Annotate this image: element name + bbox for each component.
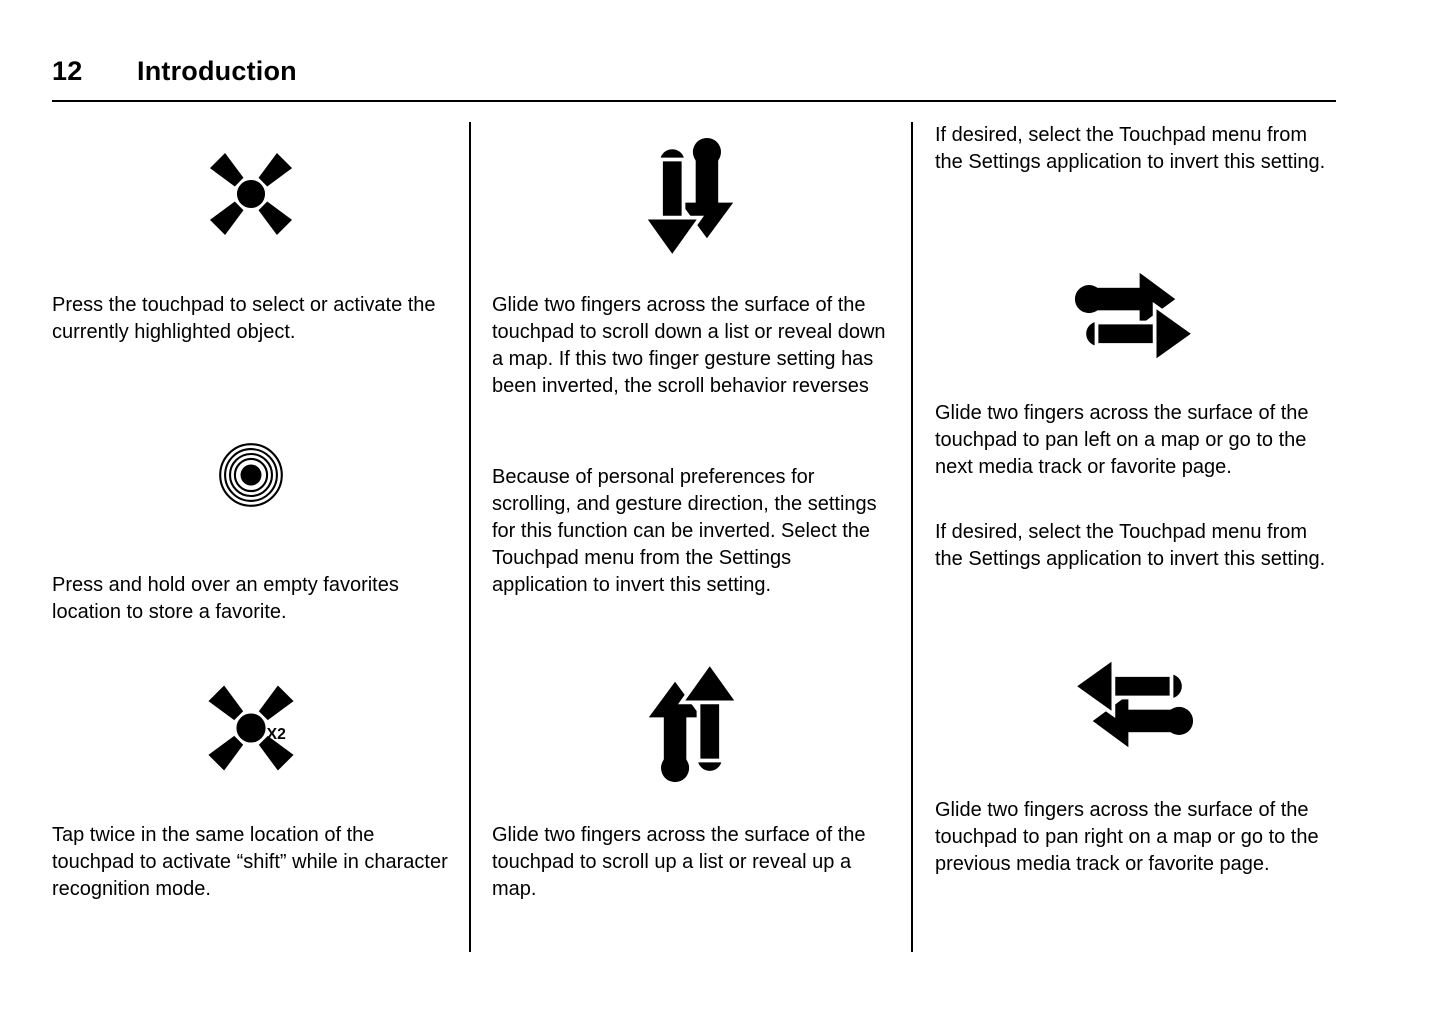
invert-note-mid-text: If desired, select the Touchpad menu fro…	[935, 521, 1326, 570]
press-touchpad-icon	[209, 152, 293, 236]
invert-note-top-text: If desired, select the Touchpad menu fro…	[935, 124, 1326, 173]
two-finger-swipe-up-icon	[492, 648, 890, 803]
two-finger-swipe-up-icon	[648, 659, 742, 783]
pan-previous-text: Glide two fingers across the surface of …	[935, 799, 1319, 875]
two-finger-swipe-left-icon	[1070, 654, 1194, 748]
column-divider	[911, 122, 913, 952]
invert-note-text: Because of personal preferences for scro…	[492, 466, 877, 596]
tap-twice-icon: X2	[208, 685, 294, 771]
page-number: 12	[52, 56, 83, 86]
press-hold-text: Press and hold over an empty favorites l…	[52, 574, 399, 623]
scroll-up-text: Glide two fingers across the surface of …	[492, 824, 866, 900]
page-title: Introduction	[137, 56, 297, 86]
press-select-text: Press the touchpad to select or activate…	[52, 294, 436, 343]
scroll-down-text: Glide two fingers across the surface of …	[492, 294, 886, 397]
column-divider	[469, 122, 471, 952]
pan-next-text: Glide two fingers across the surface of …	[935, 402, 1309, 478]
press-hold-icon	[219, 443, 283, 507]
tap-twice-text: Tap twice in the same location of the to…	[52, 824, 448, 900]
x2-badge: X2	[267, 726, 286, 743]
two-finger-swipe-right-icon	[1074, 272, 1198, 366]
two-finger-swipe-down-icon	[492, 122, 890, 277]
press-hold-icon	[52, 440, 450, 515]
press-touchpad-icon	[52, 140, 450, 253]
two-finger-swipe-left-icon	[935, 630, 1333, 785]
two-finger-swipe-right-icon	[935, 240, 1333, 395]
two-finger-swipe-down-icon	[640, 137, 734, 261]
tap-twice-icon: X2	[52, 672, 450, 789]
header-rule	[52, 100, 1336, 102]
